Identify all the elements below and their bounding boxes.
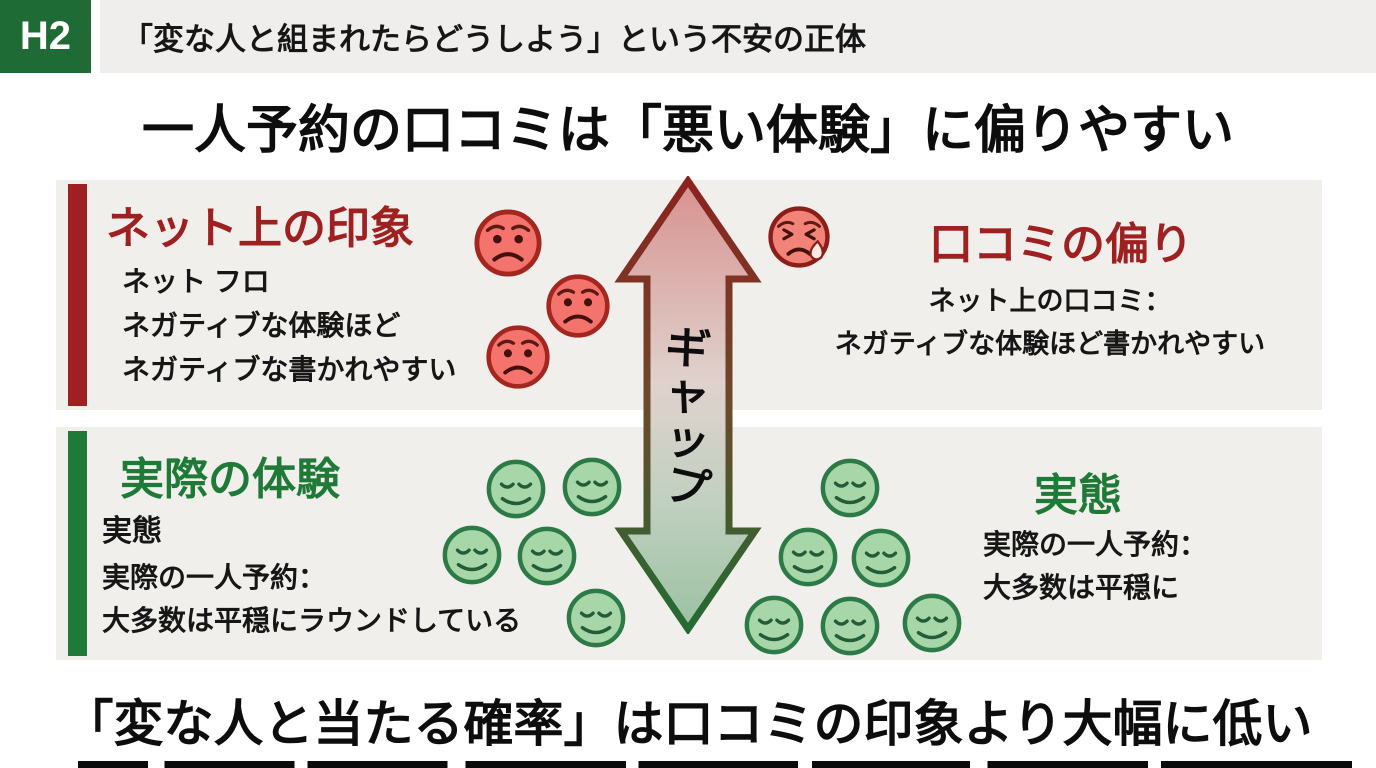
reality-body-line: 実際の一人予約： [102, 561, 327, 593]
gap-label-char: プ [660, 458, 715, 516]
gap-label: ギ ャ ッ プ [655, 320, 719, 516]
impression-title: ネット上の印象 [106, 204, 414, 253]
bottom-heading: 「変な人と当たる確率」は口コミの印象より大幅に低い [63, 696, 1313, 752]
reality-body-line: 実態 [102, 515, 162, 548]
worried-face-icon [485, 324, 551, 390]
reality-body-line: 大多数は平穏にラウンドしている [102, 604, 522, 636]
review-bias-line: ネガティブな体験ほど書かれやすい [834, 328, 1266, 359]
impression-body-line: ネガティブな書かれやすい [122, 354, 457, 386]
gap-double-arrow-icon [614, 176, 762, 634]
relieved-face-icon [819, 595, 881, 657]
impression-body: ネット フロ ネガティブな体験ほど ネガティブな書かれやすい [122, 260, 456, 393]
review-bias-title: 口コミの偏り [929, 220, 1193, 269]
impression-body-line: ネット フロ [122, 266, 270, 297]
header-bar [100, 0, 1376, 73]
gap-label-char: ギ [660, 319, 715, 378]
crying-face-icon [767, 205, 831, 269]
review-bias-line: ネット上の口コミ： [928, 286, 1172, 316]
impression-body-line: ネガティブな体験ほど [122, 310, 401, 342]
reality-accent-bar [68, 431, 87, 656]
header-title: 「変な人と組まれたらどうしよう」という不安の正体 [122, 22, 866, 57]
relieved-face-icon [901, 592, 963, 654]
relieved-face-icon [441, 524, 503, 586]
actual-state-line: 実際の一人予約： [983, 529, 1208, 560]
review-bias-body: ネット上の口コミ： ネガティブな体験ほど書かれやすい [750, 280, 1350, 365]
gap-label-char: ッ [660, 412, 715, 470]
relieved-face-icon [777, 526, 839, 588]
impression-accent-bar [68, 184, 87, 406]
reality-title: 実際の体験 [120, 455, 340, 504]
h2-badge: H2 [0, 0, 91, 73]
h2-badge-label: H2 [19, 14, 72, 58]
actual-state-body: 実際の一人予約： 大多数は平穏に [983, 523, 1207, 610]
actual-state-title: 実態 [1034, 471, 1122, 520]
worried-face-icon [473, 208, 543, 278]
relieved-face-icon [819, 457, 881, 519]
relieved-face-icon [485, 458, 547, 520]
actual-state-line: 大多数は平穏に [983, 572, 1180, 604]
relieved-face-icon [850, 527, 912, 589]
relieved-face-icon [516, 525, 578, 587]
main-heading: 一人予約の口コミは「悪い体験」に偏りやすい [141, 102, 1234, 160]
cropped-next-heading-strip [78, 761, 1352, 768]
worried-face-icon [545, 273, 611, 339]
reality-body: 実態 実際の一人予約： 大多数は平穏にラウンドしている [102, 509, 521, 642]
